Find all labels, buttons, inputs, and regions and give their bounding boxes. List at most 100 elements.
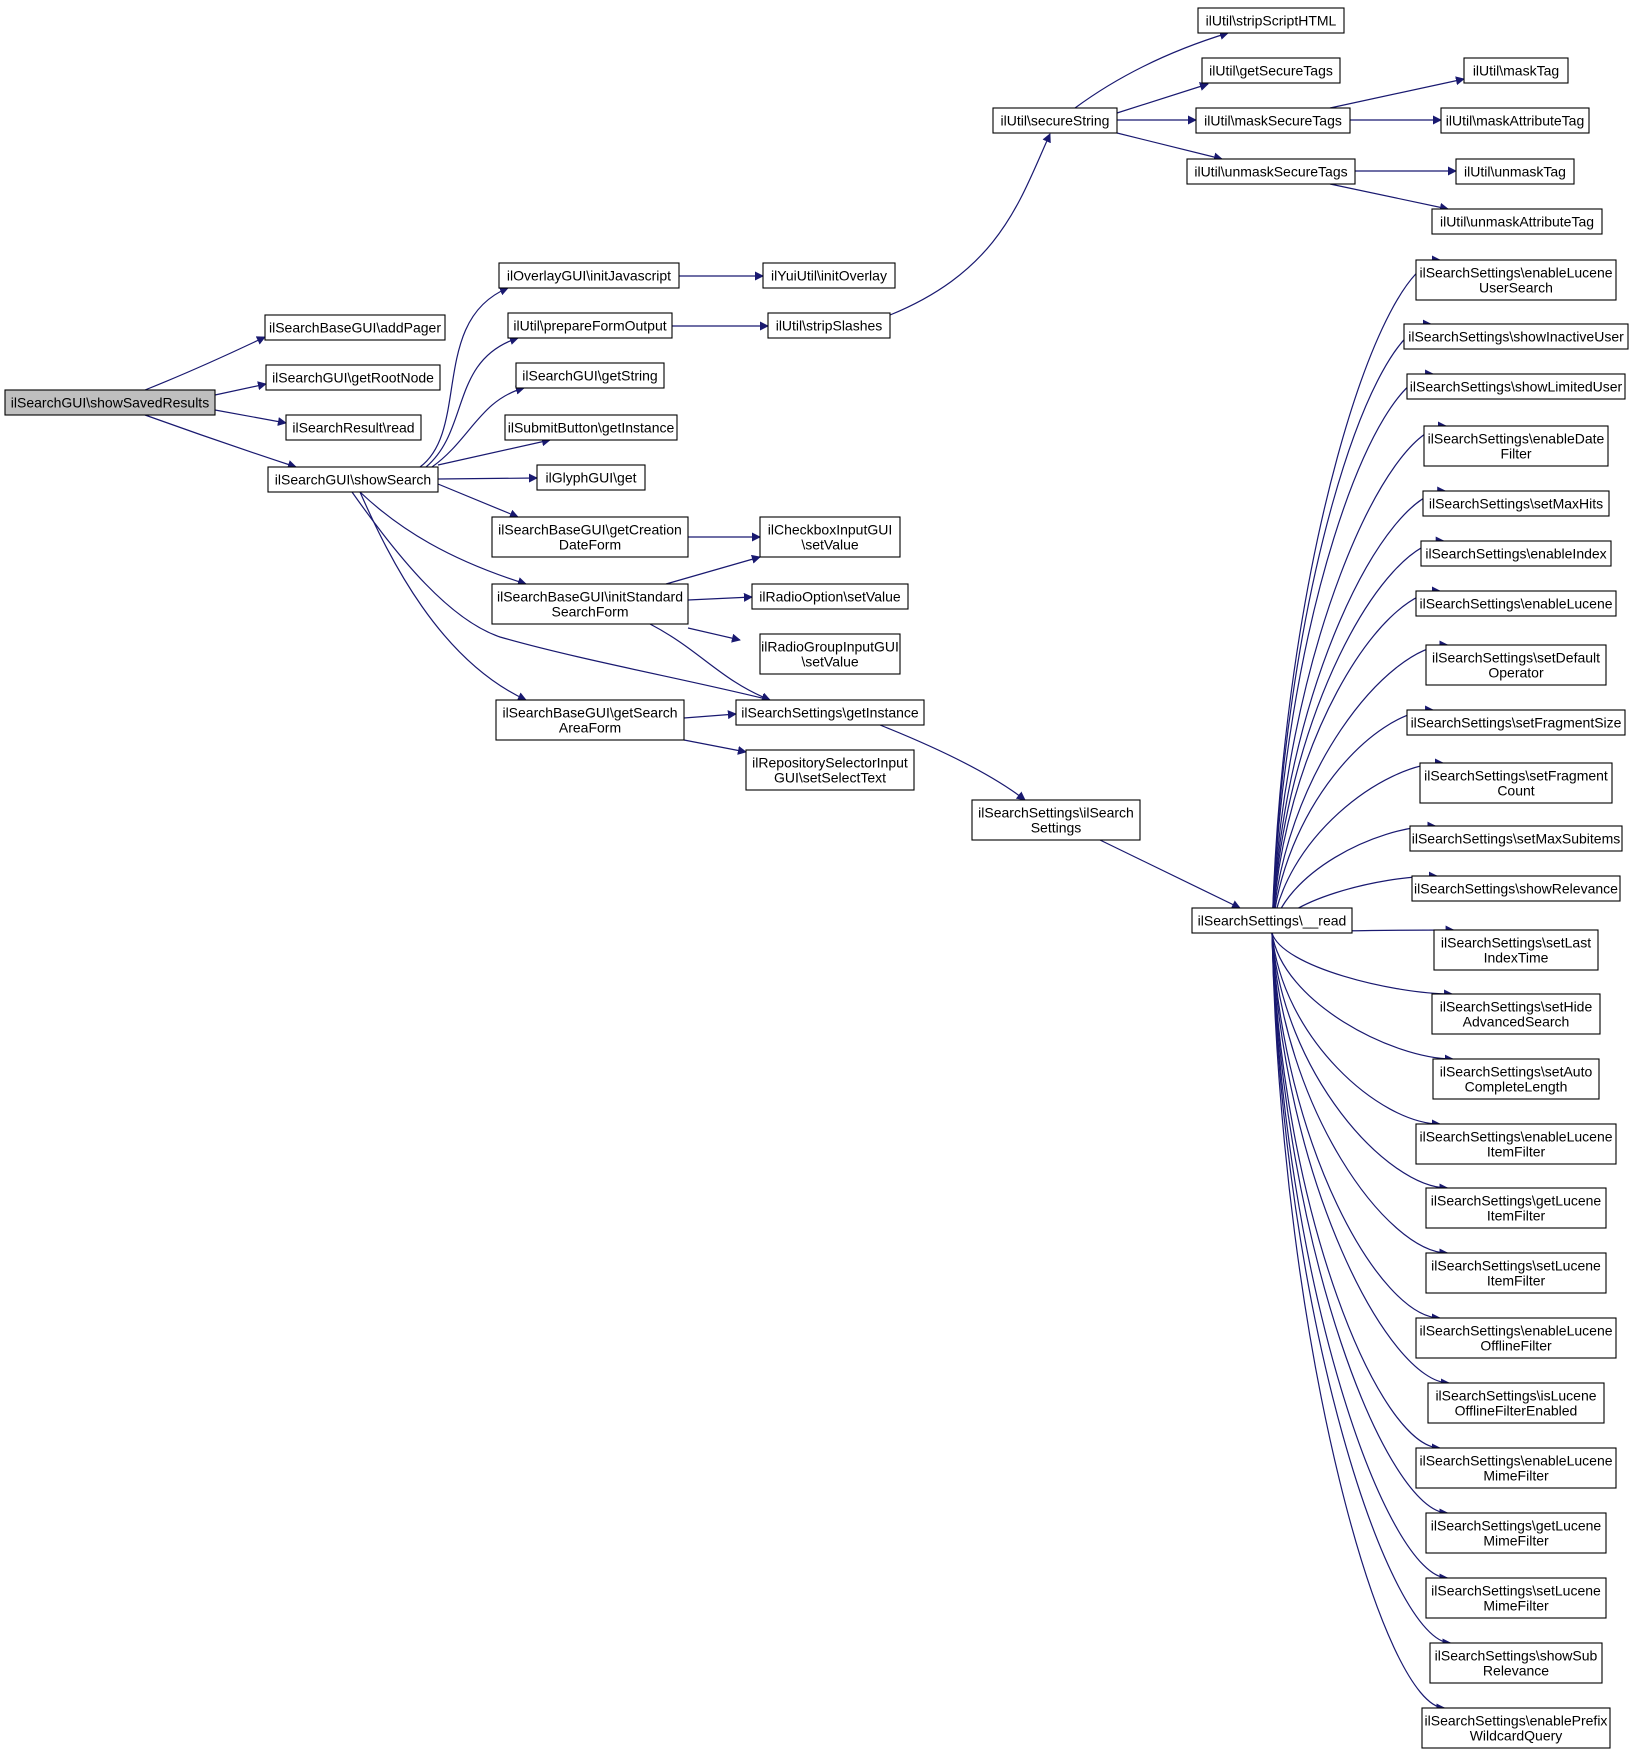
node-label: ilSearchSettings\enableLucene — [1419, 596, 1612, 612]
edge-n_read-to-r25 — [1271, 932, 1446, 1713]
node-n_submitBtn[interactable]: ilSubmitButton\getInstance — [504, 414, 678, 441]
node-label: ilUtil\unmaskTag — [1464, 164, 1566, 180]
node-box — [992, 107, 1118, 134]
node-r5[interactable]: ilSearchSettings\setMaxHits — [1422, 490, 1610, 517]
edge-n_initStd-to-n_settingsInst — [649, 623, 771, 702]
node-label: ilUtil\maskSecureTags — [1204, 113, 1342, 129]
node-label: ilUtil\getSecureTags — [1209, 63, 1333, 79]
node-label: ilSearchSettings\setLast — [1441, 935, 1591, 951]
node-n_showSearch[interactable]: ilSearchGUI\showSearch — [267, 466, 439, 493]
node-n_unmaskAttr[interactable]: ilUtil\unmaskAttributeTag — [1431, 208, 1603, 235]
node-label: OfflineFilterEnabled — [1455, 1403, 1578, 1419]
node-r9[interactable]: ilSearchSettings\setFragmentSize — [1406, 709, 1626, 736]
edge-n_stripSlashes-to-n_secureString — [889, 133, 1051, 316]
edge-n_unmaskSecure-to-n_unmaskAttr — [1329, 183, 1449, 212]
node-n_addPager[interactable]: ilSearchBaseGUI\addPager — [264, 314, 446, 341]
node-label: ilSearchSettings\enablePrefix — [1425, 1713, 1608, 1729]
node-r6[interactable]: ilSearchSettings\enableIndex — [1420, 540, 1612, 567]
node-n_root[interactable]: ilSearchGUI\showSavedResults — [4, 389, 216, 416]
node-label: ilSearchSettings\enableIndex — [1425, 546, 1606, 562]
edge-n_settingsInst-to-n_ctor — [879, 724, 1026, 801]
node-r11[interactable]: ilSearchSettings\setMaxSubitems — [1409, 825, 1623, 852]
node-n_resultRead[interactable]: ilSearchResult\read — [285, 414, 422, 441]
node-box — [767, 312, 891, 339]
edge-n_showSearch-to-n_initJs — [419, 286, 509, 468]
node-box — [751, 583, 909, 610]
node-n_secureString[interactable]: ilUtil\secureString — [992, 107, 1118, 134]
node-r19[interactable]: ilSearchSettings\enableLuceneOfflineFilt… — [1415, 1317, 1617, 1359]
node-n_prepForm[interactable]: ilUtil\prepareFormOutput — [507, 312, 673, 339]
edge-n_read-to-r20 — [1271, 932, 1451, 1388]
node-n_radioOpt[interactable]: ilRadioOption\setValue — [751, 583, 909, 610]
node-n_getSecureTags[interactable]: ilUtil\getSecureTags — [1201, 57, 1341, 84]
node-n_radioGroup[interactable]: ilRadioGroupInputGUI\setValue — [759, 633, 901, 675]
edge-n_searchArea-to-n_settingsInst — [683, 710, 737, 720]
node-n_ctor[interactable]: ilSearchSettings\ilSearchSettings — [971, 799, 1141, 841]
node-label: Settings — [1031, 820, 1082, 836]
node-box — [1201, 57, 1341, 84]
node-box — [1406, 709, 1626, 736]
edge-n_secureString-to-n_stripScript — [1074, 31, 1229, 109]
node-r7[interactable]: ilSearchSettings\enableLucene — [1415, 590, 1617, 617]
edge-n_ctor-to-n_read — [1099, 839, 1241, 909]
node-box — [1195, 107, 1351, 134]
node-r3[interactable]: ilSearchSettings\showLimitedUser — [1406, 373, 1626, 400]
node-label: ilSearchSettings\getLucene — [1431, 1193, 1602, 1209]
node-box — [1425, 1252, 1607, 1294]
node-n_checkbox[interactable]: ilCheckboxInputGUI\setValue — [759, 516, 901, 558]
node-label: ilUtil\maskTag — [1473, 63, 1559, 79]
node-r12[interactable]: ilSearchSettings\showRelevance — [1411, 875, 1621, 902]
node-label: ilSearchSettings\enableLucene — [1419, 265, 1612, 281]
edge-n_read-to-r23 — [1271, 932, 1449, 1583]
node-n_glyph[interactable]: ilGlyphGUI\get — [536, 464, 646, 491]
node-n_stripSlashes[interactable]: ilUtil\stripSlashes — [767, 312, 891, 339]
node-label: AreaForm — [559, 720, 621, 736]
node-box — [515, 362, 665, 389]
node-label: ilSearchSettings\setDefault — [1432, 650, 1600, 666]
node-n_maskAttr[interactable]: ilUtil\maskAttributeTag — [1440, 107, 1590, 134]
edge-n_read-to-r10 — [1271, 758, 1444, 934]
node-box — [1463, 57, 1569, 84]
node-r20[interactable]: ilSearchSettings\isLuceneOfflineFilterEn… — [1427, 1382, 1605, 1424]
node-n_maskSecure[interactable]: ilUtil\maskSecureTags — [1195, 107, 1351, 134]
edge-n_read-to-r8 — [1271, 640, 1449, 934]
node-n_repoSel[interactable]: ilRepositorySelectorInputGUI\setSelectTe… — [745, 749, 915, 791]
node-n_unmaskTag[interactable]: ilUtil\unmaskTag — [1455, 158, 1575, 185]
node-n_initOverlay[interactable]: ilYuiUtil\initOverlay — [762, 262, 896, 289]
node-n_unmaskSecure[interactable]: ilUtil\unmaskSecureTags — [1186, 158, 1356, 185]
node-box — [971, 799, 1141, 841]
edge-n_showSearch-to-n_prepForm — [425, 336, 519, 468]
edge-n_read-to-r5 — [1271, 486, 1447, 934]
node-label: ilSearchSettings\showInactiveUser — [1408, 329, 1624, 345]
node-label: ilRadioGroupInputGUI — [761, 639, 899, 655]
node-box — [1425, 1577, 1607, 1619]
node-n_initJs[interactable]: ilOverlayGUI\initJavascript — [498, 262, 680, 289]
node-n_getString[interactable]: ilSearchGUI\getString — [515, 362, 665, 389]
node-n_read[interactable]: ilSearchSettings\__read — [1191, 907, 1353, 934]
node-n_stripScript[interactable]: ilUtil\stripScriptHTML — [1197, 7, 1345, 34]
node-n_maskTag[interactable]: ilUtil\maskTag — [1463, 57, 1569, 84]
node-r25[interactable]: ilSearchSettings\enablePrefixWildcardQue… — [1421, 1707, 1611, 1749]
node-r2[interactable]: ilSearchSettings\showInactiveUser — [1403, 323, 1629, 350]
node-n_getRootNode[interactable]: ilSearchGUI\getRootNode — [265, 364, 441, 391]
node-box — [1423, 425, 1609, 467]
node-label: ilSearchSettings\getLucene — [1431, 1518, 1602, 1534]
node-n_settingsInst[interactable]: ilSearchSettings\getInstance — [735, 699, 925, 726]
